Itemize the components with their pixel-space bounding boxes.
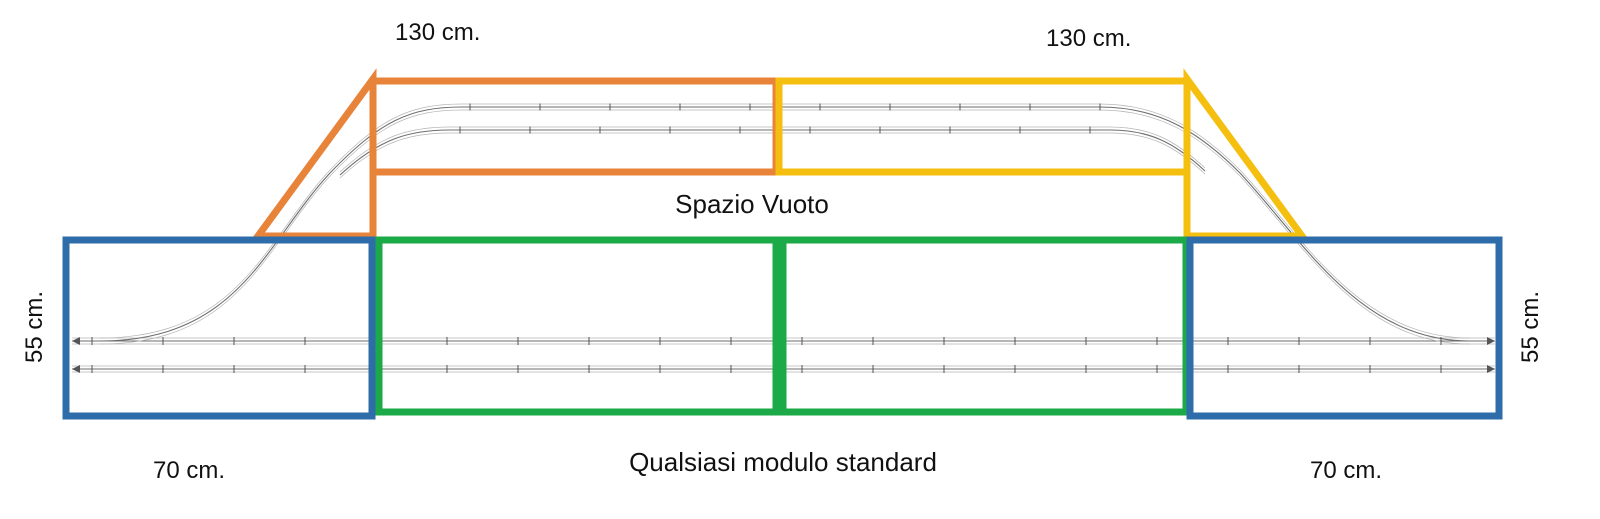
orange-module-rect xyxy=(369,77,780,176)
green-module-right-rect xyxy=(779,236,1190,416)
orange-transition-triangle xyxy=(251,68,377,240)
module-outlines xyxy=(62,68,1503,420)
green-module-left-rect xyxy=(375,236,780,416)
yellow-module-rect xyxy=(775,77,1191,176)
track-end-arrow-right-upper xyxy=(1487,337,1495,345)
empty-space-label: Spazio Vuoto xyxy=(675,189,829,219)
track-end-arrow-left-upper xyxy=(72,337,80,345)
yellow-transition-triangle xyxy=(1183,68,1309,240)
track-end-arrow-right-lower xyxy=(1487,365,1495,373)
bottom-left-dimension-label: 70 cm. xyxy=(153,457,225,484)
track-joint-ticks xyxy=(91,103,1442,373)
right-height-label: 55 cm. xyxy=(1517,291,1544,363)
left-height-label: 55 cm. xyxy=(21,291,48,363)
top-left-dimension-label: 130 cm. xyxy=(395,19,480,46)
loop-track-outer xyxy=(99,103,1471,345)
blue-module-left-rect xyxy=(62,236,376,420)
top-right-dimension-label: 130 cm. xyxy=(1046,25,1131,52)
bottom-right-dimension-label: 70 cm. xyxy=(1310,457,1382,484)
track-end-arrow-left-lower xyxy=(72,365,80,373)
blue-module-right-rect xyxy=(1186,236,1503,420)
standard-module-label: Qualsiasi modulo standard xyxy=(629,447,937,477)
